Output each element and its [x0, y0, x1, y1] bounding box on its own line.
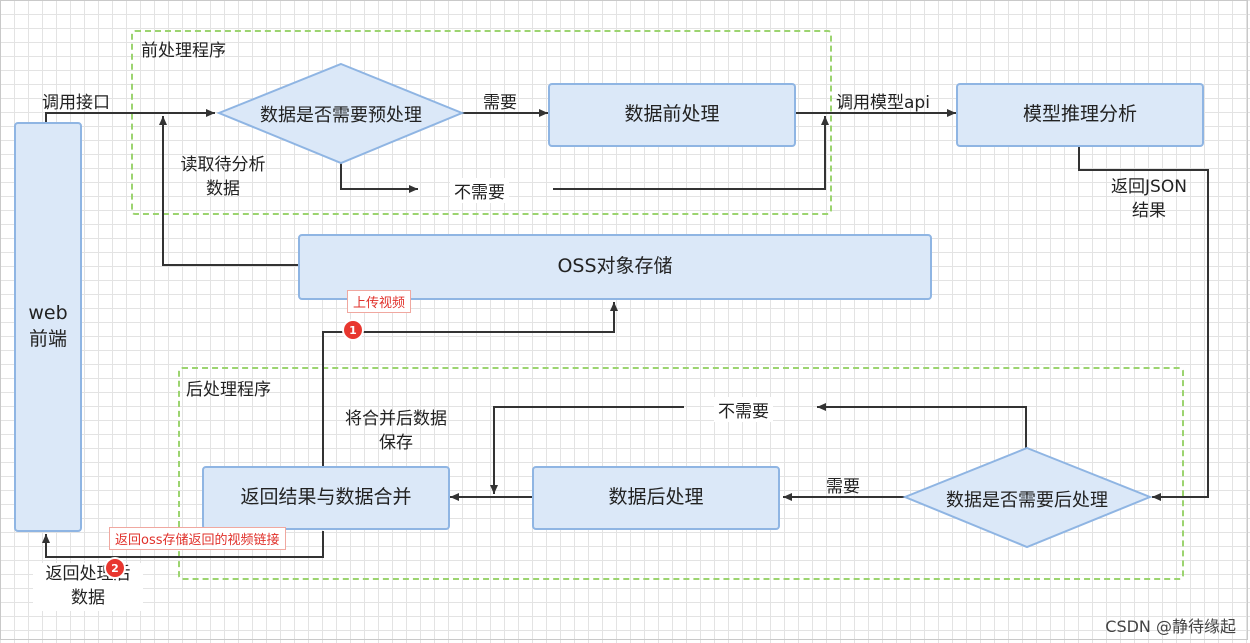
need-post-label: 需要 [826, 477, 860, 497]
read-data-label: 读取待分析 数据 [180, 155, 266, 199]
pre-decision-diamond [216, 62, 465, 165]
edge-no-need-pre-a [340, 163, 418, 193]
upload-video-tag: 上传视频 [347, 290, 412, 313]
no-need-pre-label: 不需要 [450, 178, 509, 203]
return-oss-link-tag: 返回oss存储返回的视频链接 [109, 527, 286, 550]
oss-storage-node: OSS对象存储 [298, 234, 932, 300]
return-json-label: 返回JSON 结果 [1111, 177, 1187, 221]
no-need-post-label: 不需要 [714, 397, 773, 422]
edge-return-json [1078, 147, 1209, 501]
step-2-badge: 2 [106, 559, 124, 577]
need-pre-label: 需要 [483, 93, 517, 113]
edge-call-api [45, 109, 215, 122]
preprocess-group-label: 前处理程序 [141, 41, 226, 61]
save-merged-label: 将合并后数据 保存 [345, 409, 447, 453]
step-1-badge: 1 [344, 321, 362, 339]
edge-no-need-post-b [490, 406, 684, 494]
model-inference-node: 模型推理分析 [956, 83, 1204, 147]
postprocess-group [178, 367, 1184, 580]
edge-no-need-post-a [817, 403, 1027, 448]
post-process-node: 数据后处理 [532, 466, 780, 530]
preprocess-group [131, 30, 832, 215]
pre-decision-label: 数据是否需要预处理 [260, 105, 422, 126]
edge-return-web [42, 531, 324, 558]
post-decision-label: 数据是否需要后处理 [946, 490, 1108, 511]
return-processed-label: 返回处理后 数据 [33, 563, 143, 611]
watermark: CSDN @静待缘起 [1105, 617, 1236, 636]
edge-no-need-pre-b [553, 116, 829, 190]
pre-process-node: 数据前处理 [548, 83, 796, 147]
call-api-label: 调用接口 [42, 93, 110, 113]
postprocess-group-label: 后处理程序 [186, 380, 271, 400]
edge-save-merged [322, 302, 618, 466]
edge-read-data [159, 116, 300, 266]
web-frontend-node: web 前端 [14, 122, 82, 532]
merge-node: 返回结果与数据合并 [202, 466, 450, 530]
post-decision-diamond [902, 446, 1153, 549]
call-model-api-label: 调用模型api [836, 93, 930, 113]
